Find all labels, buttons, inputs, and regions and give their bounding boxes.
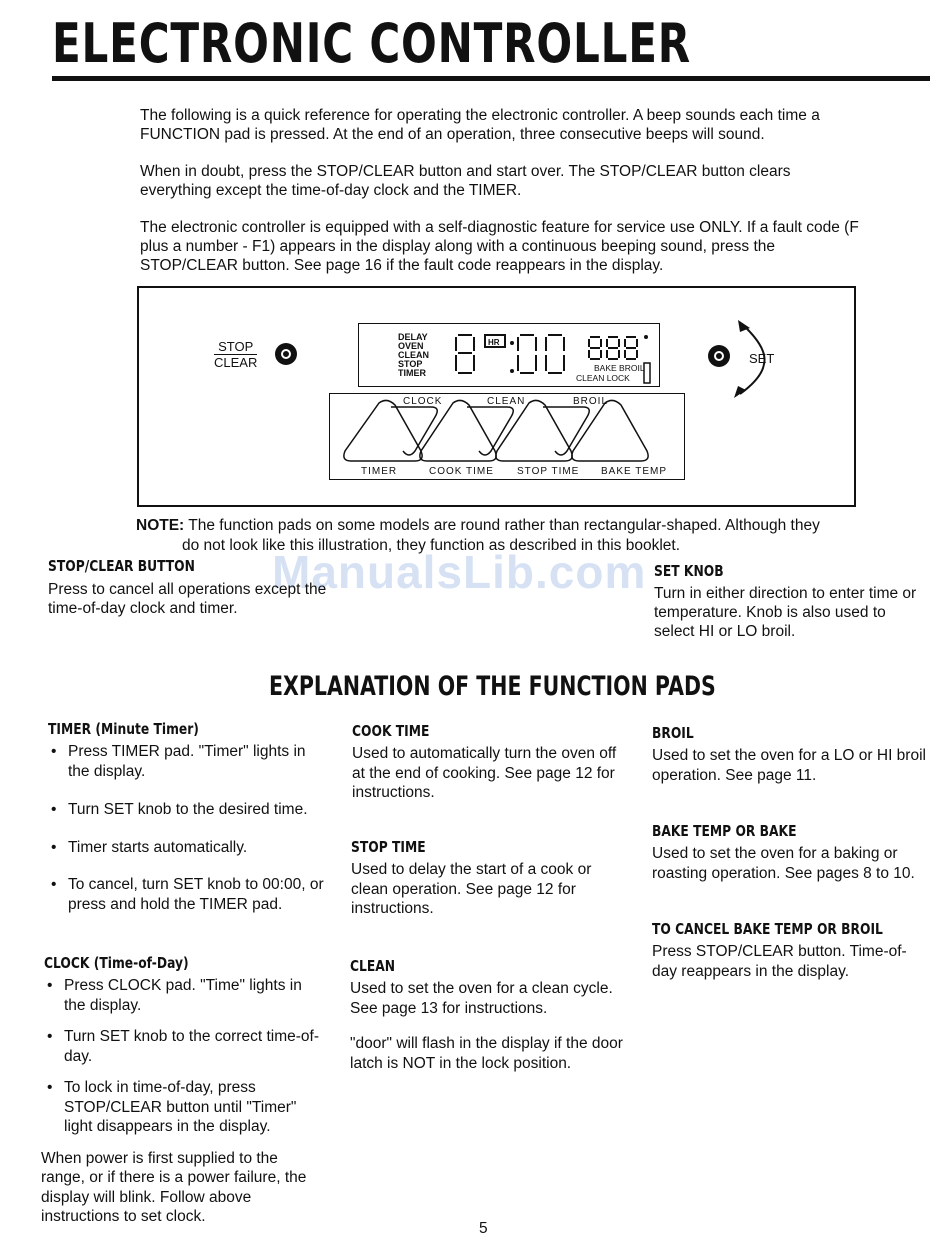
- stop-label: STOP: [214, 339, 258, 355]
- timer-heading: TIMER (Minute Timer): [48, 720, 199, 738]
- pad-cook-time: [419, 399, 497, 462]
- pad-stop-time: [495, 399, 573, 462]
- clear-label: CLEAR: [214, 355, 258, 370]
- pad-label-clean: CLEAN: [487, 396, 525, 407]
- stop-time-text: Used to delay the start of a cook or cle…: [351, 861, 592, 917]
- timer-bullet-1: Press TIMER pad. "Timer" lights in the d…: [48, 742, 328, 781]
- cancel-section: TO CANCEL BAKE TEMP OR BROIL Press STOP/…: [652, 920, 930, 981]
- note-line-1: The function pads on some models are rou…: [188, 517, 820, 534]
- bake-temp-heading: BAKE TEMP OR BAKE: [652, 822, 797, 840]
- clock-bullet-2: Turn SET knob to the correct time-of-day…: [44, 1027, 322, 1066]
- stop-clear-label: STOP CLEAR: [214, 339, 257, 370]
- note-label: NOTE:: [136, 517, 185, 534]
- pad-clock: [391, 406, 438, 456]
- display-word-timer: TIMER: [398, 368, 426, 378]
- pad-label-stop-time: STOP TIME: [517, 466, 579, 477]
- clean-section: CLEAN Used to set the oven for a clean c…: [350, 957, 628, 1073]
- intro-paragraph-3: The electronic controller is equipped wi…: [140, 219, 859, 274]
- stop-clear-heading: STOP/CLEAR BUTTON: [48, 557, 195, 575]
- clock-section: CLOCK (Time-of-Day) Press CLOCK pad. "Ti…: [41, 954, 322, 1227]
- stop-clear-text: Press to cancel all operations except th…: [48, 581, 327, 617]
- function-pads-area: [329, 393, 685, 480]
- bake-broil-indicator: BAKE BROIL: [594, 363, 645, 373]
- clean-door-text: "door" will flash in the display if the …: [350, 1035, 623, 1072]
- timer-bullet-2: Turn SET knob to the desired time.: [48, 800, 328, 820]
- pad-timer: [343, 399, 423, 462]
- display-word-stop: STOP: [398, 359, 422, 369]
- set-knob-icon: [708, 345, 730, 367]
- display-words: DELAY OVEN CLEAN STOP TIMER: [398, 332, 429, 378]
- intro-paragraph-2: When in doubt, press the STOP/CLEAR butt…: [140, 163, 791, 199]
- pad-label-cook-time: COOK TIME: [429, 466, 494, 477]
- display-window: [358, 323, 660, 387]
- pad-label-bake-temp: BAKE TEMP: [601, 466, 667, 477]
- watermark-logo: ManualsLib.com: [272, 546, 647, 598]
- bake-temp-text: Used to set the oven for a baking or roa…: [652, 845, 915, 882]
- title-rule: [52, 76, 930, 81]
- intro-text: The following is a quick reference for o…: [140, 106, 862, 293]
- note: NOTE: The function pads on some models a…: [136, 516, 866, 556]
- clean-heading: CLEAN: [350, 957, 396, 975]
- hr-label: HR: [488, 338, 500, 347]
- stop-time-section: STOP TIME Used to delay the start of a c…: [351, 838, 626, 919]
- clean-text: Used to set the oven for a clean cycle. …: [350, 980, 613, 1017]
- note-line-2: do not look like this illustration, they…: [182, 537, 680, 554]
- stop-time-heading: STOP TIME: [351, 838, 426, 856]
- page-title: ELECTRONIC CONTROLLER: [52, 12, 691, 75]
- pad-label-broil: BROIL: [573, 396, 608, 407]
- cancel-heading: TO CANCEL BAKE TEMP OR BROIL: [652, 920, 883, 938]
- control-panel-illustration: [137, 286, 856, 507]
- page-number: 5: [479, 1220, 488, 1237]
- clean-lock-indicator: CLEAN LOCK: [576, 373, 630, 383]
- broil-heading: BROIL: [652, 724, 694, 742]
- set-knob-heading: SET KNOB: [654, 562, 724, 580]
- cancel-text: Press STOP/CLEAR button. Time-of-day rea…: [652, 943, 907, 980]
- stop-clear-button-icon: [275, 343, 297, 365]
- display-word-oven: OVEN: [398, 341, 424, 351]
- set-label: SET: [749, 351, 775, 366]
- clock-footer-text: When power is first supplied to the rang…: [41, 1149, 307, 1226]
- bake-temp-section: BAKE TEMP OR BAKE Used to set the oven f…: [652, 822, 927, 883]
- seven-segment-digits: [455, 334, 638, 374]
- timer-bullet-4: To cancel, turn SET knob to 00:00, or pr…: [48, 875, 328, 914]
- clock-bullet-3: To lock in time-of-day, press STOP/CLEAR…: [44, 1078, 322, 1137]
- clock-heading: CLOCK (Time-of-Day): [44, 954, 189, 972]
- cook-time-section: COOK TIME Used to automatically turn the…: [352, 722, 627, 803]
- timer-section: TIMER (Minute Timer) Press TIMER pad. "T…: [48, 720, 328, 914]
- timer-bullet-3: Timer starts automatically.: [48, 838, 328, 858]
- pad-label-clock: CLOCK: [403, 396, 442, 407]
- pad-clean: [467, 406, 514, 456]
- broil-text: Used to set the oven for a LO or HI broi…: [652, 747, 926, 784]
- display-word-clean: CLEAN: [398, 350, 429, 360]
- pad-bake-temp: [571, 399, 649, 462]
- cook-time-text: Used to automatically turn the oven off …: [352, 745, 617, 801]
- function-pads: CLOCK CLEAN BROIL TIMER COOK TIME STOP T…: [343, 396, 667, 477]
- clock-bullet-1: Press CLOCK pad. "Time" lights in the di…: [44, 976, 322, 1015]
- intro-paragraph-1: The following is a quick reference for o…: [140, 107, 820, 143]
- set-knob-text: Turn in either direction to enter time o…: [654, 585, 917, 640]
- broil-section: BROIL Used to set the oven for a LO or H…: [652, 724, 927, 785]
- pad-broil: [543, 406, 590, 456]
- display-segments: DELAY OVEN CLEAN STOP TIMER HR BAKE BROI…: [398, 332, 651, 384]
- cook-time-heading: COOK TIME: [352, 722, 430, 740]
- rotate-arrow-icon: [734, 320, 766, 398]
- pad-label-timer: TIMER: [361, 466, 397, 477]
- hr-indicator: [484, 334, 506, 348]
- section-heading: EXPLANATION OF THE FUNCTION PADS: [269, 671, 716, 702]
- display-word-delay: DELAY: [398, 332, 428, 342]
